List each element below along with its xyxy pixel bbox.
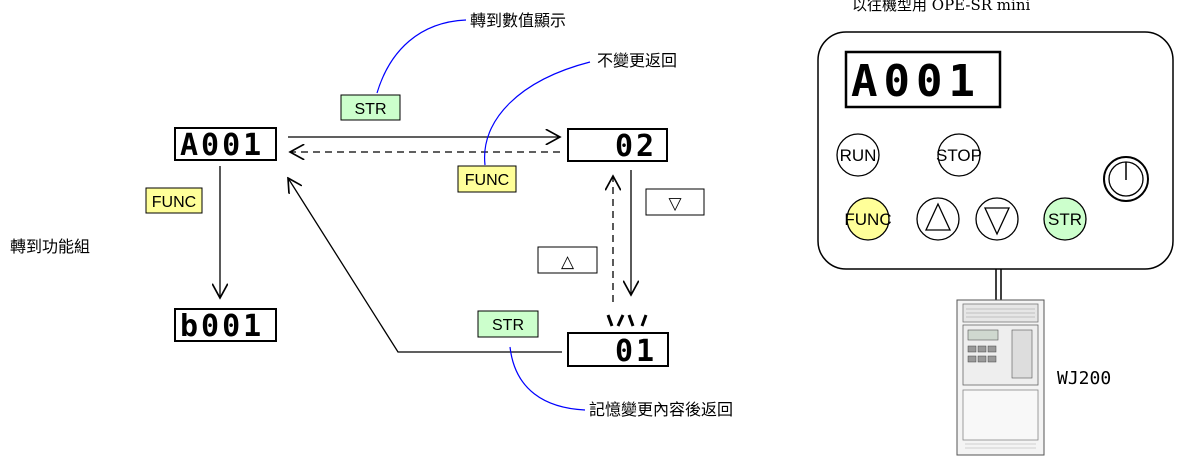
func-key-left: FUNC [145, 187, 203, 214]
svg-text:FUNC: FUNC [465, 172, 509, 189]
down-key-badge: ▽ [645, 188, 705, 216]
run-button[interactable]: RUN [836, 133, 880, 177]
label-to-value: 轉到數值顯示 [470, 11, 566, 30]
str-button[interactable]: STR [1043, 197, 1087, 241]
svg-text:STR: STR [1048, 210, 1082, 229]
display-a001-text: A001 [180, 128, 264, 163]
stop-button[interactable]: STOP [936, 133, 982, 177]
svg-text:△: △ [561, 252, 575, 271]
panel-cable [995, 269, 1002, 300]
operator-panel: A001 RUN STOP FUNC STR [817, 31, 1174, 270]
label-save-return: 記憶變更內容後返回 [589, 400, 733, 419]
svg-text:▽: ▽ [668, 194, 682, 213]
model-label: WJ200 [1057, 368, 1111, 389]
func-button[interactable]: FUNC [844, 197, 892, 241]
str-key-bottom: STR [477, 310, 539, 338]
label-to-group: 轉到功能組 [10, 237, 90, 256]
callout-to-value [376, 19, 467, 94]
potentiometer-knob[interactable] [1103, 156, 1149, 202]
display-b001-text: b001 [180, 309, 264, 344]
callout-no-change [484, 61, 591, 166]
display-b001: b001 [174, 308, 277, 344]
label-no-change: 不變更返回 [597, 51, 677, 70]
svg-text:FUNC: FUNC [152, 194, 196, 211]
inverter-illustration [956, 299, 1045, 456]
blink-marks [606, 314, 648, 327]
display-02-text: 02 [615, 129, 657, 164]
display-01-text: 01 [615, 334, 657, 369]
svg-text:FUNC: FUNC [844, 210, 891, 229]
svg-text:A001: A001 [851, 56, 981, 107]
svg-text:RUN: RUN [840, 146, 877, 165]
down-button[interactable] [975, 197, 1019, 241]
str-key-top: STR [340, 94, 401, 121]
svg-text:STR: STR [492, 317, 524, 334]
func-key-mid: FUNC [457, 165, 517, 193]
panel-display: A001 [844, 50, 1002, 109]
panel-caption: 以往機型用 OPE-SR mini [852, 0, 1030, 14]
display-01: 01 [567, 314, 669, 369]
display-02: 02 [567, 128, 668, 164]
up-button[interactable] [916, 197, 960, 241]
display-a001: A001 [174, 127, 277, 163]
callout-save-return [509, 346, 586, 411]
arrow-save-return [288, 178, 562, 353]
svg-text:STR: STR [355, 101, 387, 118]
flow-arrows [220, 137, 631, 353]
callout-lines [376, 19, 591, 411]
svg-text:STOP: STOP [936, 146, 982, 165]
up-key-badge: △ [537, 246, 598, 274]
